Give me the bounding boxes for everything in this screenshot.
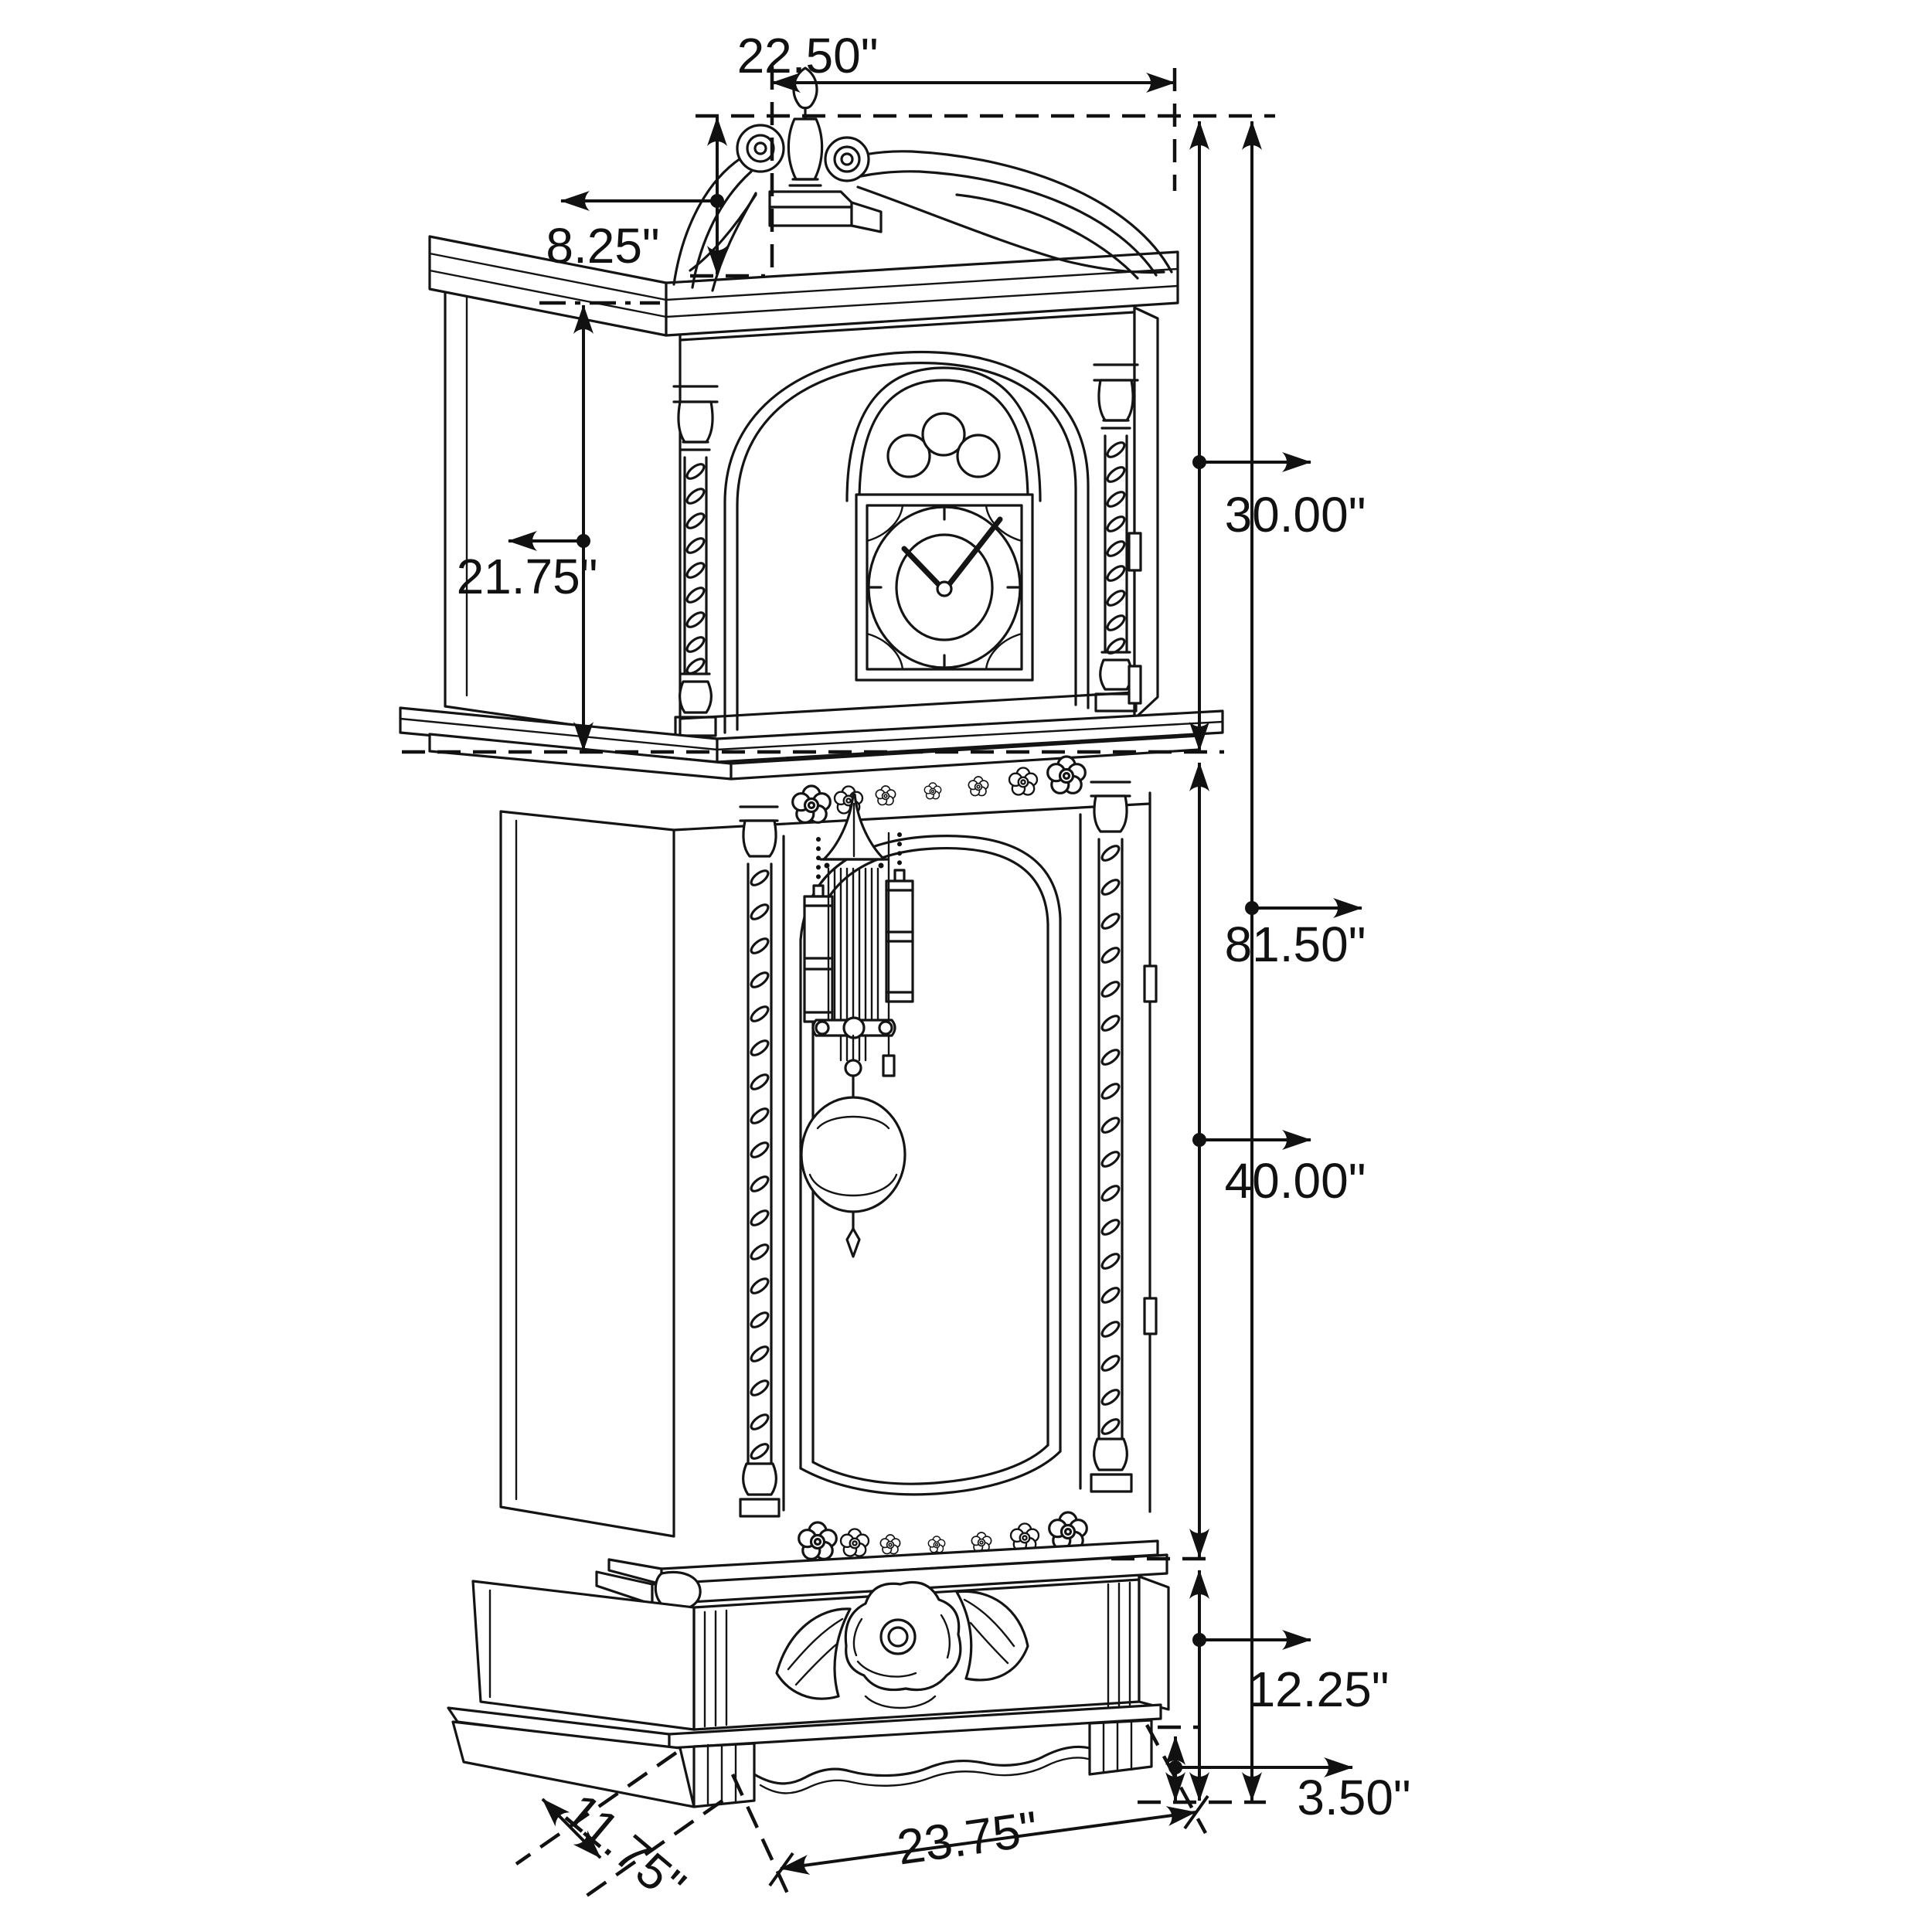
moon-phase-dial — [845, 366, 1042, 502]
dim-label-plinth-height: 3.50" — [1297, 1770, 1410, 1825]
dim-label-base-width: 23.75" — [893, 1801, 1041, 1876]
dim-label-upper-section: 30.00" — [1225, 487, 1366, 543]
leader-hood-height — [508, 531, 590, 551]
dim-label-base-section: 12.25" — [1248, 1662, 1389, 1717]
center-finial — [768, 66, 883, 233]
waist-door-frame — [782, 813, 1082, 1512]
dim-label-pediment-height: 8.25" — [546, 218, 659, 274]
ext-line-base-depth-front — [580, 1799, 724, 1901]
weight-right — [885, 832, 914, 1003]
hood-column-left — [672, 385, 719, 737]
hood-bottom-molding — [399, 706, 1224, 781]
foot-left — [692, 1742, 756, 1808]
leader-upper-section — [1192, 452, 1311, 472]
hour-hand — [901, 546, 947, 594]
leader-pediment-height — [560, 191, 724, 211]
dim-line-base-width — [780, 1806, 1196, 1875]
waist-column-right — [1090, 781, 1133, 1493]
center-pull-cord — [882, 832, 896, 1077]
dim-line-base-depth — [541, 1798, 602, 1859]
pendulum — [800, 793, 906, 1258]
waist-column-left — [739, 805, 781, 1518]
leader-middle-section — [1192, 1130, 1311, 1150]
weight-left — [803, 837, 834, 1023]
apron-scallop — [753, 1745, 1091, 1785]
dim-label-crown-width: 22.50" — [737, 28, 879, 83]
clock-drawing — [399, 66, 1224, 1808]
ext-line-base-width-right — [1145, 1723, 1207, 1835]
hood-column-right — [1093, 363, 1139, 713]
leader-overall-height — [1245, 898, 1362, 918]
pediment-rosette-left — [736, 124, 785, 173]
leader-plinth-height — [1168, 1757, 1353, 1777]
minute-hand — [941, 516, 1003, 594]
hood-door-arch — [723, 350, 1090, 734]
hood-cornice — [428, 235, 1179, 337]
hood-hinge — [1128, 532, 1142, 705]
waist-section — [499, 755, 1158, 1560]
dimension-annotations: 22.50" 8.25" 21.75" 30.00" 81.50" 40.00"… — [402, 28, 1411, 1913]
dim-label-overall-height: 81.50" — [1225, 917, 1366, 972]
foot-right — [1088, 1719, 1153, 1776]
hood-body — [672, 306, 1159, 737]
carved-flower — [775, 1580, 1029, 1709]
dim-label-middle-section: 40.00" — [1225, 1153, 1366, 1209]
dim-ticks-base-width — [768, 1794, 1209, 1887]
leader-base-section — [1192, 1630, 1311, 1650]
plinth — [447, 1703, 1162, 1808]
base-section — [447, 1539, 1170, 1808]
pediment-rosette-right — [824, 136, 870, 182]
dim-label-hood-height: 21.75" — [457, 549, 598, 604]
waist-hinge — [1143, 964, 1158, 1335]
clock-dial — [855, 493, 1034, 682]
hood-side-panel — [444, 274, 682, 742]
